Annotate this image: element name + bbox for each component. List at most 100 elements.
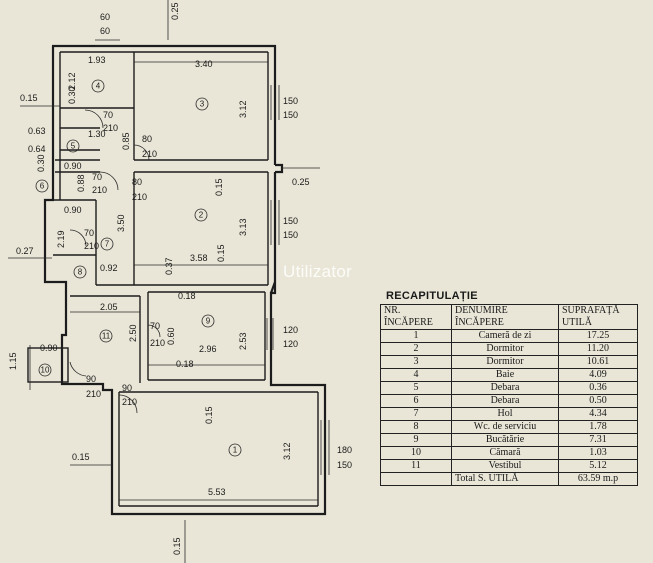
dim-label: 210 [92,185,107,195]
table-header-row: NR. ÎNCĂPERE DENUMIRE ÎNCĂPERE SUPRAFAȚĂ… [380,304,638,330]
room-number-11: 11 [102,332,111,341]
dim-label: 70 [92,172,102,182]
dim-label: 150 [283,96,298,106]
dim-label: 0.90 [40,343,58,353]
room-markers: 4 3 5 6 2 7 8 9 11 10 1 [35,79,242,457]
cell-name: Wc. de serviciu [451,420,559,434]
walls [8,0,330,563]
dim-label: 3.13 [238,218,248,236]
dim-label: 0.30 [36,154,46,172]
dim-label: 3.40 [195,59,213,69]
cell-nr: 8 [380,420,452,434]
dim-label: 3.50 [116,214,126,232]
total-label: Total S. UTILĂ [451,472,559,486]
dim-label: 2.96 [199,344,217,354]
cell-name: Vestibul [451,459,559,473]
total-empty [380,472,452,486]
dim-label: 1.93 [88,55,106,65]
dim-label: 2.05 [100,302,118,312]
dim-label: 150 [283,230,298,240]
cell-area: 7.31 [558,433,638,447]
dim-label: 0.25 [170,2,180,20]
dim-label: 70 [84,228,94,238]
dim-label: 3.58 [190,253,208,263]
dim-label: 120 [283,325,298,335]
dim-label: 0.63 [28,126,46,136]
dim-label: 210 [86,389,101,399]
cell-nr: 9 [380,433,452,447]
cell-area: 5.12 [558,459,638,473]
cell-name: Cămară [451,446,559,460]
dim-label: 3.12 [238,100,248,118]
room-number-4: 4 [96,82,101,91]
cell-name: Dormitor [451,342,559,356]
header-area: SUPRAFAȚĂ UTILĂ [558,304,638,330]
dim-label: 3.12 [282,442,292,460]
total-row: Total S. UTILĂ 63.59 m.p [380,472,638,486]
dim-label: 2.50 [128,324,138,342]
dim-label: 0.88 [76,174,86,192]
recap-table-block: RECAPITULAȚIE NR. ÎNCĂPERE DENUMIRE ÎNCĂ… [380,290,638,486]
dimension-labels: 60 60 0.25 1.93 3.40 0.15 2.12 0.30 3.12… [8,2,352,555]
cell-nr: 2 [380,342,452,356]
cell-name: Bucătărie [451,433,559,447]
cell-area: 4.34 [558,407,638,421]
dim-label: 2.53 [238,332,248,350]
cell-area: 4.09 [558,368,638,382]
dim-label: 0.25 [292,177,310,187]
cell-name: Hol [451,407,559,421]
room-number-3: 3 [200,100,205,109]
dim-label: 150 [283,216,298,226]
room-number-5: 5 [71,142,76,151]
cell-area: 0.36 [558,381,638,395]
dim-label: 150 [337,460,352,470]
room-number-9: 9 [206,317,211,326]
dim-label: 0.90 [64,161,82,171]
dim-label: 210 [122,397,137,407]
dim-label: 90 [86,374,96,384]
dim-label: 1.15 [8,352,18,370]
dim-label: 5.53 [208,487,226,497]
dim-label: 0.15 [216,244,226,262]
cell-name: Dormitor [451,355,559,369]
dim-label: 2.19 [56,230,66,248]
dim-label: 0.15 [72,452,90,462]
dim-label: 0.60 [166,327,176,345]
room-number-10: 10 [41,366,50,375]
total-value: 63.59 m.p [558,472,638,486]
dim-label: 0.18 [178,291,196,301]
recap-title: RECAPITULAȚIE [386,290,478,302]
cell-area: 17.25 [558,329,638,343]
cell-nr: 7 [380,407,452,421]
floor-plan: 4 3 5 6 2 7 8 9 11 10 1 60 60 0.25 1.93 … [8,0,352,563]
dim-label: 210 [132,192,147,202]
dim-label: 120 [283,339,298,349]
dim-label: 0.15 [172,537,182,555]
dim-label: 90 [122,383,132,393]
dim-label: 210 [103,123,118,133]
cell-nr: 5 [380,381,452,395]
cell-area: 11.20 [558,342,638,356]
dim-label: 210 [150,338,165,348]
dim-label: 80 [142,134,152,144]
dim-label: 0.90 [64,205,82,215]
dim-label: 0.30 [67,86,77,104]
room-number-2: 2 [199,211,204,220]
dim-label: 0.15 [214,178,224,196]
dim-label: 2.12 [67,72,77,90]
dim-label: 0.27 [16,246,34,256]
room-number-6: 6 [40,182,45,191]
cell-nr: 11 [380,459,452,473]
dim-label: 60 [100,26,110,36]
cell-nr: 1 [380,329,452,343]
